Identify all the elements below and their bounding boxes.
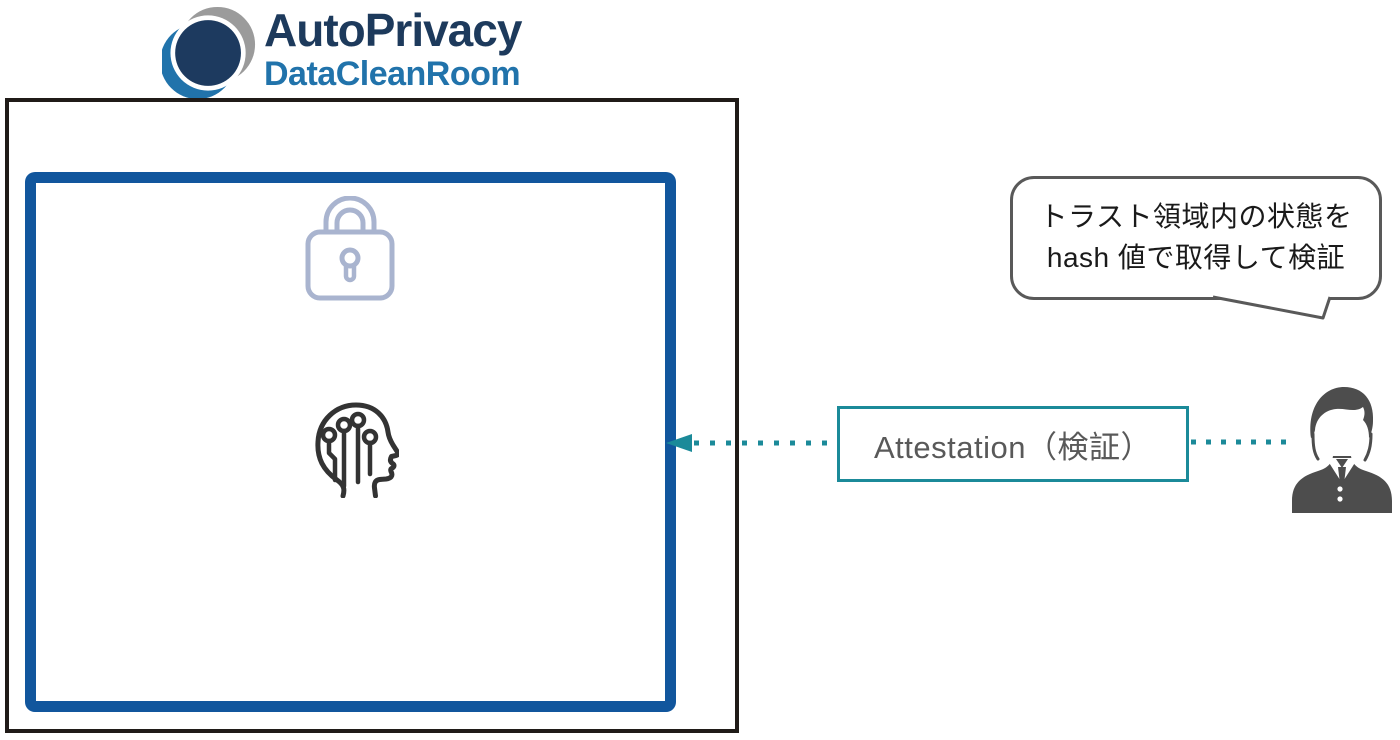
- callout-line-2: hash 値で取得して検証: [1046, 242, 1346, 273]
- logo: AutoPrivacy DataCleanRoom: [162, 4, 522, 100]
- attestation-label: Attestation（検証）: [874, 429, 1152, 465]
- autoprivacy-logo-icon: [162, 6, 256, 100]
- logo-subtitle: DataCleanRoom: [264, 54, 521, 93]
- logo-text: AutoPrivacy DataCleanRoom: [264, 4, 522, 93]
- businessman-icon: [1288, 380, 1396, 513]
- user-to-attestation-line: [1191, 439, 1291, 445]
- attestation-callout-bubble: トラスト領域内の状態を hash 値で取得して検証: [1010, 176, 1382, 320]
- ai-head-icon: [303, 396, 401, 499]
- callout-line-1: トラスト領域内の状態を: [1039, 201, 1353, 233]
- attestation-to-trustzone-arrow: [666, 434, 840, 452]
- lock-icon: [304, 195, 396, 302]
- callout-tail: [1212, 295, 1332, 320]
- attestation-box: Attestation（検証）: [837, 406, 1189, 482]
- logo-title: AutoPrivacy: [264, 4, 522, 56]
